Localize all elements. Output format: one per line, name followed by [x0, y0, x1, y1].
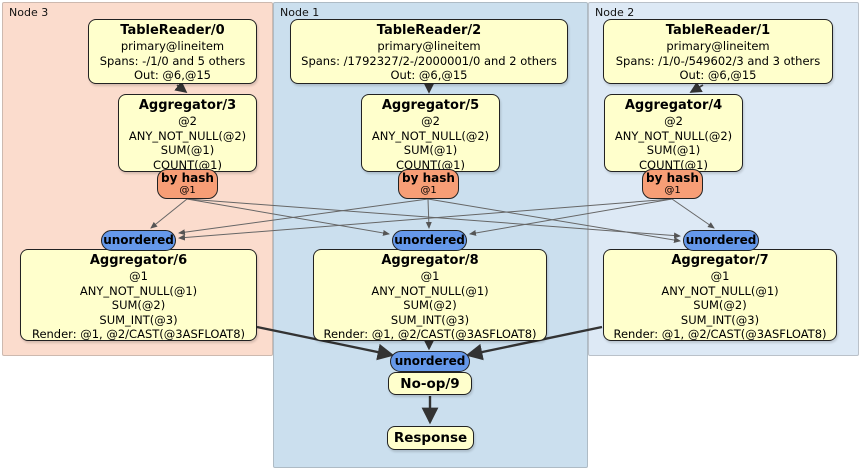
processor-index-row: primary@lineitem — [120, 39, 225, 53]
processor-render-row: Render: @1, @2/CAST(@3ASFLOAT8) — [613, 327, 827, 341]
processor-out-row: Out: @6,@15 — [134, 68, 211, 82]
router-hash-key: @1 — [420, 185, 437, 196]
processor-title: Aggregator/6 — [89, 253, 188, 268]
processor-row: SUM_INT(@3) — [99, 312, 178, 327]
processor-out-row: Out: @6,@15 — [390, 68, 468, 82]
processor-row: COUNT(@1) — [639, 157, 708, 172]
final-stage-edges — [256, 325, 603, 425]
processor-row: SUM_INT(@3) — [390, 312, 470, 327]
router-hash-key: @1 — [664, 185, 681, 196]
processor-title: Aggregator/5 — [381, 98, 480, 113]
processor-row: ANY_NOT_NULL(@1) — [371, 283, 489, 298]
processor-aggregator-6: Aggregator/6 @1 ANY_NOT_NULL(@1) SUM(@2)… — [20, 249, 257, 341]
processor-row: COUNT(@1) — [153, 157, 222, 172]
processor-spans-row: Spans: /1792327/2-/2000001/0 and 2 other… — [301, 53, 557, 68]
tablereader-to-aggregator-edges — [174, 81, 704, 94]
processor-title: TableReader/2 — [376, 23, 482, 38]
router-label: by hash — [161, 171, 214, 185]
processor-row: SUM(@1) — [160, 143, 215, 157]
processor-row: @2 — [178, 114, 197, 128]
node-region-label: Node 1 — [280, 6, 320, 19]
processor-aggregator-7: Aggregator/7 @1 ANY_NOT_NULL(@1) SUM(@2)… — [603, 249, 837, 341]
hash-router-3: by hash @1 — [157, 169, 218, 199]
processor-title: Aggregator/7 — [671, 253, 769, 268]
processor-title: Aggregator/3 — [138, 98, 237, 113]
processor-index-row: primary@lineitem — [377, 39, 481, 53]
processor-title: Aggregator/8 — [381, 253, 479, 268]
processor-tablereader-2: TableReader/2 primary@lineitem Spans: /1… — [290, 19, 568, 84]
processor-aggregator-8: Aggregator/8 @1 ANY_NOT_NULL(@1) SUM(@2)… — [313, 249, 547, 341]
unordered-sync-node1: unordered — [392, 230, 467, 251]
processor-title: Aggregator/4 — [624, 98, 723, 113]
processor-row: @2 — [664, 114, 683, 128]
unordered-sync-node3: unordered — [101, 230, 176, 251]
router-label: by hash — [646, 171, 699, 185]
unordered-sync-node2: unordered — [683, 230, 759, 251]
processor-row: @1 — [710, 269, 730, 283]
processor-row: ANY_NOT_NULL(@2) — [371, 128, 490, 143]
processor-out-row: Out: @6,@15 — [679, 68, 757, 82]
processor-title: Response — [393, 430, 468, 446]
processor-row: ANY_NOT_NULL(@2) — [128, 128, 247, 143]
processor-noop-9: No-op/9 — [388, 372, 472, 395]
processor-row: @2 — [421, 114, 440, 128]
processor-row: SUM(@1) — [403, 143, 458, 157]
processor-spans-row: Spans: /1/0-/549602/3 and 3 others — [615, 53, 821, 68]
processor-tablereader-0: TableReader/0 primary@lineitem Spans: -/… — [88, 19, 257, 84]
processor-render-row: Render: @1, @2/CAST(@3ASFLOAT8) — [323, 327, 537, 341]
processor-title: TableReader/1 — [665, 23, 771, 38]
processor-row: SUM(@1) — [646, 143, 701, 157]
unordered-sync-final: unordered — [390, 351, 470, 372]
processor-aggregator-5: Aggregator/5 @2 ANY_NOT_NULL(@2) SUM(@1)… — [361, 94, 500, 172]
processor-row: SUM(@2) — [693, 298, 747, 312]
hash-router-5: by hash @1 — [398, 169, 459, 199]
processor-row: ANY_NOT_NULL(@1) — [79, 283, 198, 298]
processor-row: SUM(@2) — [111, 298, 166, 312]
processor-row: SUM_INT(@3) — [680, 312, 760, 327]
processor-aggregator-4: Aggregator/4 @2 ANY_NOT_NULL(@2) SUM(@1)… — [604, 94, 743, 172]
processor-row: @1 — [420, 269, 440, 283]
hash-router-4: by hash @1 — [642, 169, 703, 199]
processor-row: ANY_NOT_NULL(@2) — [614, 128, 733, 143]
node-region-label: Node 3 — [9, 6, 49, 19]
router-to-sync-edges — [150, 198, 715, 243]
response-node: Response — [387, 426, 474, 450]
router-hash-key: @1 — [179, 185, 196, 196]
processor-title: No-op/9 — [400, 376, 460, 392]
processor-spans-row: Spans: -/1/0 and 5 others — [99, 53, 246, 68]
processor-row: ANY_NOT_NULL(@1) — [661, 283, 779, 298]
processor-aggregator-3: Aggregator/3 @2 ANY_NOT_NULL(@2) SUM(@1)… — [118, 94, 257, 172]
router-label: by hash — [402, 171, 455, 185]
node-region-label: Node 2 — [595, 6, 635, 19]
processor-row: @1 — [129, 269, 148, 283]
processor-index-row: primary@lineitem — [666, 39, 770, 53]
processor-row: COUNT(@1) — [396, 157, 465, 172]
processor-tablereader-1: TableReader/1 primary@lineitem Spans: /1… — [603, 19, 833, 84]
processor-title: TableReader/0 — [120, 23, 225, 38]
processor-row: SUM(@2) — [403, 298, 457, 312]
processor-render-row: Render: @1, @2/CAST(@3ASFLOAT8) — [31, 327, 246, 341]
